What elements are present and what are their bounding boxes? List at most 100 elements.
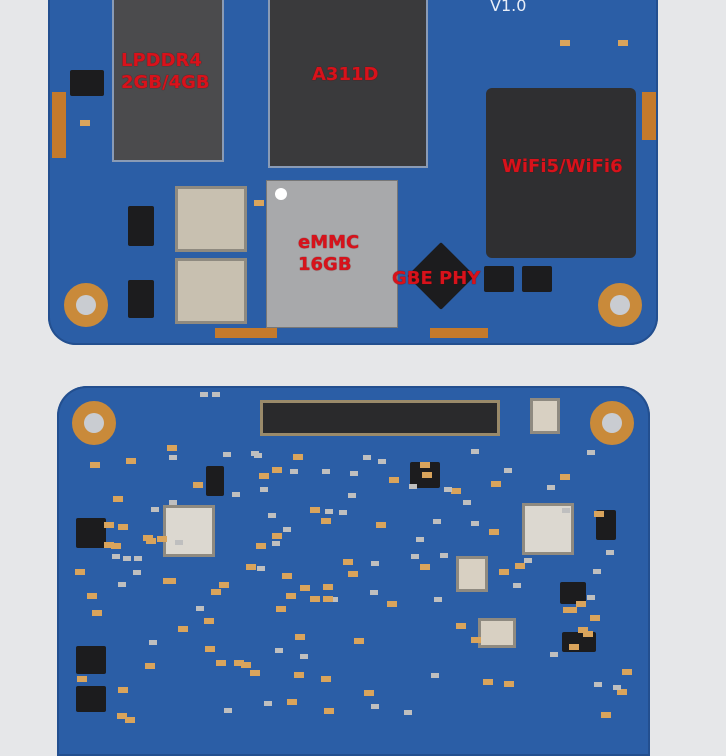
passive-component [433, 597, 442, 603]
passive-component [210, 588, 221, 595]
passive-component [91, 610, 102, 617]
passive-component [203, 617, 214, 624]
component [200, 392, 208, 397]
passive-component [491, 481, 502, 488]
passive-component [151, 506, 160, 512]
passive-component [408, 484, 417, 490]
passive-component [350, 470, 359, 476]
passive-component [370, 560, 379, 566]
resistor [618, 40, 628, 46]
passive-component [410, 553, 419, 559]
passive-component [321, 517, 331, 524]
ic [484, 266, 514, 292]
ic [76, 518, 106, 548]
ic [128, 206, 154, 246]
passive-component [275, 648, 284, 654]
passive-component [112, 554, 121, 560]
passive-component [295, 633, 306, 640]
passive-component [524, 558, 533, 564]
passive-component [282, 527, 291, 533]
passive-component [323, 584, 334, 591]
passive-component [489, 528, 500, 535]
passive-component [440, 552, 449, 558]
passive-component [162, 577, 173, 584]
passive-component [267, 513, 276, 519]
passive-component [177, 625, 188, 632]
passive-component [320, 675, 331, 682]
passive-component [103, 541, 114, 548]
edge-pad [430, 328, 488, 338]
passive-component [498, 569, 509, 576]
passive-component [370, 589, 379, 595]
passive-component [204, 646, 215, 653]
passive-component [117, 712, 128, 719]
passive-component [117, 582, 126, 588]
mounting-hole [72, 401, 116, 445]
wifi-module [486, 88, 636, 258]
passive-component [192, 481, 203, 488]
passive-component [232, 491, 241, 497]
passive-component [375, 521, 386, 528]
passive-component [377, 459, 386, 465]
passive-component [513, 583, 522, 589]
ic [76, 686, 106, 712]
passive-component [443, 487, 452, 493]
ic [522, 266, 552, 292]
passive-component [463, 500, 472, 506]
passive-component [389, 476, 400, 483]
emmc-chip [266, 180, 398, 328]
passive-component [600, 711, 611, 718]
passive-component [353, 638, 364, 645]
passive-component [471, 520, 480, 526]
passive-component [470, 636, 481, 643]
passive-component [330, 597, 339, 603]
ic [560, 582, 586, 604]
ic [206, 466, 224, 496]
passive-component [272, 533, 283, 540]
passive-component [342, 559, 353, 566]
passive-component [286, 698, 297, 705]
edge-pad [642, 92, 656, 140]
passive-component [113, 496, 124, 503]
passive-component [324, 508, 333, 514]
ic [70, 70, 104, 96]
passive-component [75, 568, 85, 575]
passive-component [300, 585, 311, 592]
passive-component [561, 508, 570, 514]
bottom-board [57, 386, 650, 756]
resistor [254, 200, 264, 206]
soc-label: A311D [312, 64, 379, 85]
passive-component [616, 688, 627, 695]
passive-component [133, 556, 142, 562]
passive-component [281, 573, 292, 580]
passive-component [456, 622, 467, 629]
passive-component [594, 681, 603, 687]
passive-component [370, 704, 379, 710]
inductor [175, 186, 247, 252]
passive-component [471, 448, 480, 454]
passive-component [286, 593, 297, 600]
lpddr4-chip [112, 0, 224, 162]
passive-component [76, 676, 87, 683]
resistor [146, 538, 156, 544]
passive-component [592, 568, 601, 574]
passive-component [234, 659, 245, 666]
passive-component [605, 550, 614, 556]
passive-component [386, 600, 397, 607]
crystal [456, 556, 488, 592]
ic [76, 646, 106, 674]
passive-component [223, 451, 232, 457]
passive-component [582, 631, 593, 638]
passive-component [110, 542, 121, 549]
passive-component [293, 672, 304, 679]
crystal [478, 618, 516, 648]
version-text: V1.0 [490, 0, 527, 15]
passive-component [347, 571, 358, 578]
passive-component [148, 639, 157, 645]
resistor [118, 524, 128, 530]
passive-component [218, 581, 229, 588]
passive-component [559, 474, 570, 481]
passive-component [256, 565, 265, 571]
